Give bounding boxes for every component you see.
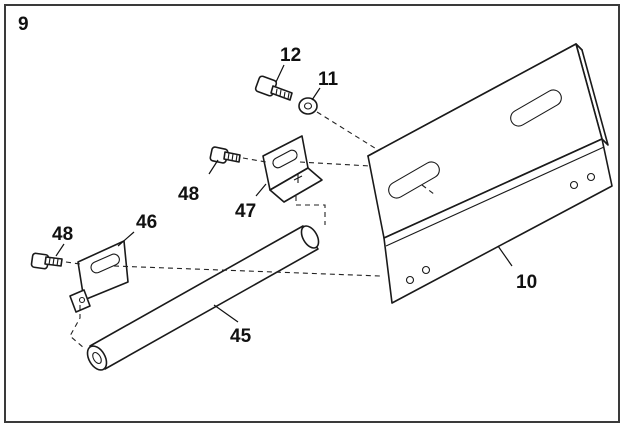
alignment-lines: [65, 111, 435, 349]
mounting-plate-10: [367, 43, 613, 304]
callout-45: 45: [230, 326, 252, 347]
callout-10: 10: [516, 272, 537, 293]
callout-48-lower: 48: [52, 224, 73, 245]
callout-48-upper: 48: [178, 184, 199, 205]
screw-48-lower: [30, 252, 63, 270]
washer-11: [298, 97, 318, 115]
callout-47: 47: [235, 201, 256, 222]
leader-lines: [55, 64, 513, 323]
rod-45: [86, 225, 320, 371]
callout-11: 11: [318, 69, 339, 90]
screw-12: [254, 75, 293, 101]
bracket-47: [262, 135, 323, 203]
callout-46: 46: [136, 212, 157, 233]
figure-number: 9: [18, 14, 29, 35]
callout-12: 12: [280, 45, 301, 66]
bracket-46: [69, 240, 129, 313]
screw-48-upper: [209, 146, 241, 164]
